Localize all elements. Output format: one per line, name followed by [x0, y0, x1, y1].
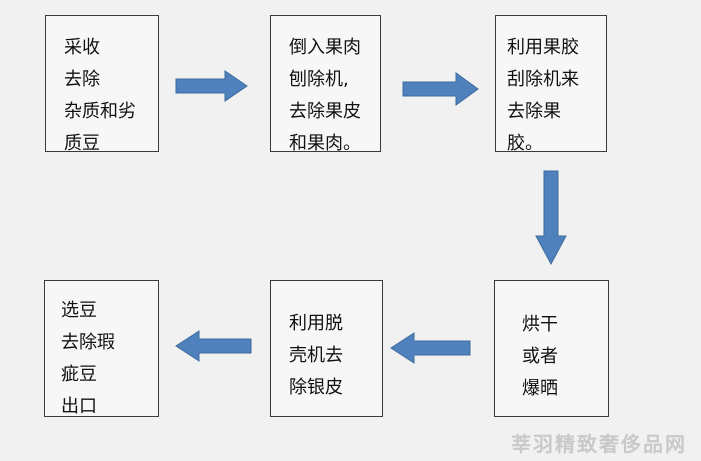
step-text: 选豆 — [61, 300, 97, 321]
step-text: 胶。 — [507, 133, 543, 154]
arrow-right-icon — [402, 72, 479, 106]
step-text: 刨除机, — [289, 69, 349, 90]
step-text: 除银皮 — [289, 377, 343, 398]
step-text: 爆晒 — [522, 378, 558, 399]
step-box-hulling: 利用脱 壳机去 除银皮 — [270, 280, 383, 417]
step-text: 刮除机来 — [507, 69, 579, 90]
step-box-harvest: 采收 去除 杂质和劣 质豆 — [45, 15, 159, 154]
step-text: 壳机去 — [289, 345, 343, 366]
step-text: 去除 — [64, 69, 100, 90]
step-text: 利用脱 — [289, 313, 343, 334]
watermark: 莘羽精致奢侈品网 — [511, 432, 687, 456]
step-box-sorting: 选豆 去除瑕 疵豆 出口 — [44, 280, 159, 417]
step-text: 或者 — [522, 346, 558, 367]
arrow-left-icon — [390, 332, 471, 364]
step-text: 出口 — [61, 396, 97, 417]
step-text: 倒入果肉 — [289, 37, 361, 58]
step-text: 采收 — [64, 37, 100, 58]
step-text: 去除果皮 — [289, 101, 361, 122]
step-box-drying: 烘干 或者 爆晒 — [494, 280, 609, 417]
step-text: 去除瑕 — [61, 332, 115, 353]
arrow-down-icon — [535, 170, 567, 266]
arrow-right-icon — [175, 70, 248, 102]
step-text: 烘干 — [522, 314, 558, 335]
step-text: 去除果 — [507, 101, 561, 122]
step-text: 杂质和劣 — [64, 101, 136, 122]
step-text: 质豆 — [64, 133, 100, 154]
step-text: 疵豆 — [61, 364, 97, 385]
step-box-demucilage: 利用果胶 刮除机来 去除果 胶。 — [495, 15, 607, 154]
step-box-pulping: 倒入果肉 刨除机, 去除果皮 和果肉。 — [270, 15, 381, 154]
step-text: 和果肉。 — [289, 133, 361, 154]
arrow-left-icon — [175, 330, 252, 362]
step-text: 利用果胶 — [507, 37, 579, 58]
